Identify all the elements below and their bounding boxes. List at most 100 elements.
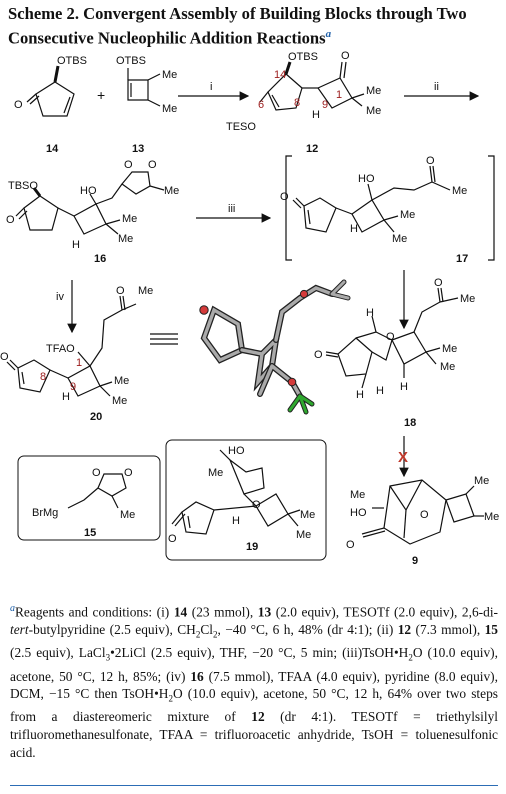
footnote-text: , −40 °C, 6 h, 48% (dr 4:1); (ii) bbox=[217, 622, 398, 638]
footnote-text: (7.5 mmol), TFAA (4.0 equiv), pyridine (… bbox=[10, 668, 498, 702]
c9-me-2: Me bbox=[484, 511, 499, 523]
footnote-text: Cl bbox=[200, 622, 213, 638]
c16-me-3: Me bbox=[118, 233, 133, 245]
c20-h: H bbox=[62, 391, 70, 403]
c18-carbonyl-o: O bbox=[314, 349, 323, 361]
footnote-italic-text: tert bbox=[10, 622, 29, 638]
footnote-compound-ref: 12 bbox=[251, 709, 265, 725]
c12-h: H bbox=[312, 109, 320, 121]
c20-me-1: Me bbox=[114, 375, 129, 387]
c20-ketone-o: O bbox=[116, 285, 125, 297]
c18-h-bottom-mid: H bbox=[376, 385, 384, 397]
c16-carbonyl-o: O bbox=[6, 214, 15, 226]
c17-carbonyl-o: O bbox=[280, 191, 289, 203]
compound-15-box bbox=[17, 455, 161, 541]
c14-label: 14 bbox=[46, 143, 59, 155]
c17-me-2: Me bbox=[392, 233, 407, 245]
compound-14 bbox=[26, 65, 75, 117]
compound-13 bbox=[127, 68, 161, 107]
model-oxygen-atom bbox=[199, 305, 209, 315]
c20-num-8: 8 bbox=[40, 371, 46, 383]
c12-teso: TESO bbox=[226, 121, 256, 133]
footnote-text: Reagents and conditions: (i) bbox=[15, 604, 174, 620]
c18-h-top: H bbox=[366, 307, 374, 319]
c12-num-1: 1 bbox=[336, 89, 342, 101]
c15-me: Me bbox=[120, 509, 135, 521]
c18-me-2: Me bbox=[440, 361, 455, 373]
compound-15 bbox=[67, 473, 127, 509]
footnote-text: (dr 4:1). TESOTf = triethylsilyl trifluo… bbox=[10, 709, 498, 760]
c12-me-1: Me bbox=[366, 85, 381, 97]
c16-tbso: TBSO bbox=[8, 180, 38, 192]
c9-label: 9 bbox=[412, 555, 418, 567]
compound-16 bbox=[15, 171, 165, 235]
footnote-text: (2.5 equiv), LaCl bbox=[10, 645, 106, 661]
c19-carbonyl-o: O bbox=[168, 533, 177, 545]
reagent-iv: iv bbox=[56, 291, 64, 303]
footnote-subscript: 2 bbox=[168, 693, 173, 704]
scheme-title-footnote-marker: a bbox=[325, 28, 332, 40]
plus-sign: + bbox=[97, 87, 105, 103]
compound-20 bbox=[6, 295, 137, 397]
c18-h-bottom-left: H bbox=[356, 389, 364, 401]
c16-h: H bbox=[72, 239, 80, 251]
c15-label: 15 bbox=[84, 527, 96, 539]
c19-me: Me bbox=[208, 467, 223, 479]
c12-otbs: OTBS bbox=[288, 51, 318, 63]
footnote-text: (23 mmol), bbox=[187, 604, 258, 620]
footnote-compound-ref: 14 bbox=[173, 604, 188, 620]
footnote-compound-ref: 16 bbox=[190, 668, 204, 684]
footnote-compound-ref: 12 bbox=[397, 622, 412, 638]
blocked-reaction-mark: X bbox=[398, 449, 408, 466]
reaction-scheme: OTBS O 14 + OTBS Me Me 13 i OTBS O Me Me… bbox=[0, 50, 499, 567]
footnote-compound-ref: 13 bbox=[257, 604, 272, 620]
c12-carbonyl-o: O bbox=[341, 50, 350, 62]
scheme-title-text: Scheme 2. Convergent Assembly of Buildin… bbox=[8, 4, 467, 48]
c12-num-14: 14 bbox=[274, 69, 286, 81]
c18-ring-o: O bbox=[386, 331, 395, 343]
footnote-text: •2LiCl (2.5 equiv), THF, −20 °C, 5 min; … bbox=[110, 645, 409, 661]
c19-label: 19 bbox=[246, 541, 258, 553]
c20-num-1: 1 bbox=[76, 357, 82, 369]
c17-label: 17 bbox=[456, 253, 468, 265]
compound-12 bbox=[259, 61, 365, 111]
c20-carbonyl-o: O bbox=[0, 351, 9, 363]
footnote-text: O (10.0 equiv), acetone, 50 °C, 12 h, 85… bbox=[10, 645, 498, 684]
c20-me-ketone: Me bbox=[138, 285, 153, 297]
c18-me-ketone: Me bbox=[460, 293, 475, 305]
c14-otbs: OTBS bbox=[57, 55, 87, 67]
c18-label: 18 bbox=[404, 417, 416, 429]
footnote-subscript: 3 bbox=[105, 653, 111, 663]
c17-me-1: Me bbox=[400, 209, 415, 221]
c17-ketone-o: O bbox=[426, 155, 435, 167]
footnote-compound-ref: 15 bbox=[484, 622, 498, 638]
c13-me-2: Me bbox=[162, 103, 177, 115]
c18-me-1: Me bbox=[442, 343, 457, 355]
c12-num-8: 8 bbox=[294, 97, 300, 109]
c9-ring-o: O bbox=[420, 509, 429, 521]
c9-carbonyl-o: O bbox=[346, 539, 355, 551]
c19-ho: HO bbox=[228, 445, 245, 457]
reagent-i: i bbox=[210, 81, 212, 93]
c17-h: H bbox=[350, 223, 358, 235]
footnote-text: (2.0 equiv), TESOTf (2.0 equiv), 2,6-di- bbox=[271, 604, 498, 620]
c15-o2: O bbox=[124, 467, 133, 479]
footnote-subscript: 2 bbox=[195, 629, 201, 640]
c9-me-1: Me bbox=[474, 475, 489, 487]
footnote-subscript: 2 bbox=[212, 629, 218, 640]
compound-9 bbox=[361, 479, 484, 545]
c9-me-left: Me bbox=[350, 489, 365, 501]
c16-me-2: Me bbox=[122, 213, 137, 225]
bottom-rule bbox=[10, 785, 498, 786]
c13-otbs: OTBS bbox=[116, 55, 146, 67]
compound-19 bbox=[171, 449, 301, 535]
c20-label: 20 bbox=[90, 411, 102, 423]
c19-me-1: Me bbox=[300, 509, 315, 521]
model-oxygen-atom bbox=[299, 289, 309, 299]
c12-num-6: 6 bbox=[258, 99, 264, 111]
reagent-ii: ii bbox=[434, 81, 439, 93]
c16-ho: HO bbox=[80, 185, 97, 197]
scheme-title: Scheme 2. Convergent Assembly of Buildin… bbox=[8, 4, 500, 49]
c16-dioxolane-o1: O bbox=[124, 159, 133, 171]
c16-dioxolane-o2: O bbox=[148, 159, 157, 171]
